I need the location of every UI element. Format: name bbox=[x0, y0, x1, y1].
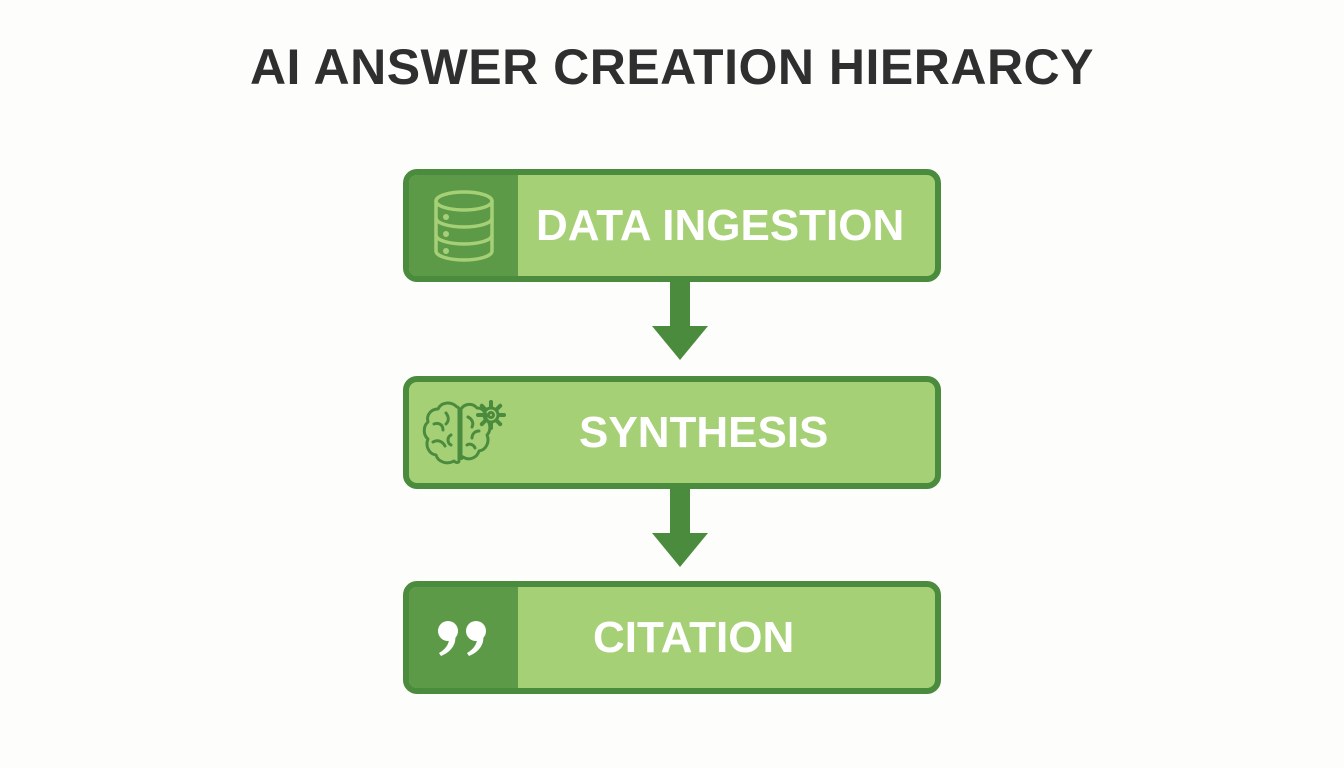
stage-synthesis: SYNTHESIS bbox=[403, 376, 941, 489]
stage-icon-panel bbox=[409, 382, 518, 483]
stage-label: CITATION bbox=[593, 613, 795, 662]
stage-label: SYNTHESIS bbox=[579, 408, 829, 457]
down-arrow bbox=[652, 282, 708, 360]
diagram-title: AI ANSWER CREATION HIERARCY bbox=[249, 39, 1095, 95]
brain-gear-icon bbox=[422, 399, 506, 464]
stage-icon-panel bbox=[409, 587, 518, 688]
stage-data-ingestion: DATA INGESTION bbox=[403, 169, 941, 282]
stage-label: DATA INGESTION bbox=[536, 201, 905, 250]
stage-icon-panel bbox=[409, 175, 518, 276]
stage-citation: CITATION bbox=[403, 581, 941, 694]
down-arrow bbox=[652, 489, 708, 567]
quote-icon bbox=[437, 620, 486, 656]
database-icon bbox=[433, 189, 494, 262]
